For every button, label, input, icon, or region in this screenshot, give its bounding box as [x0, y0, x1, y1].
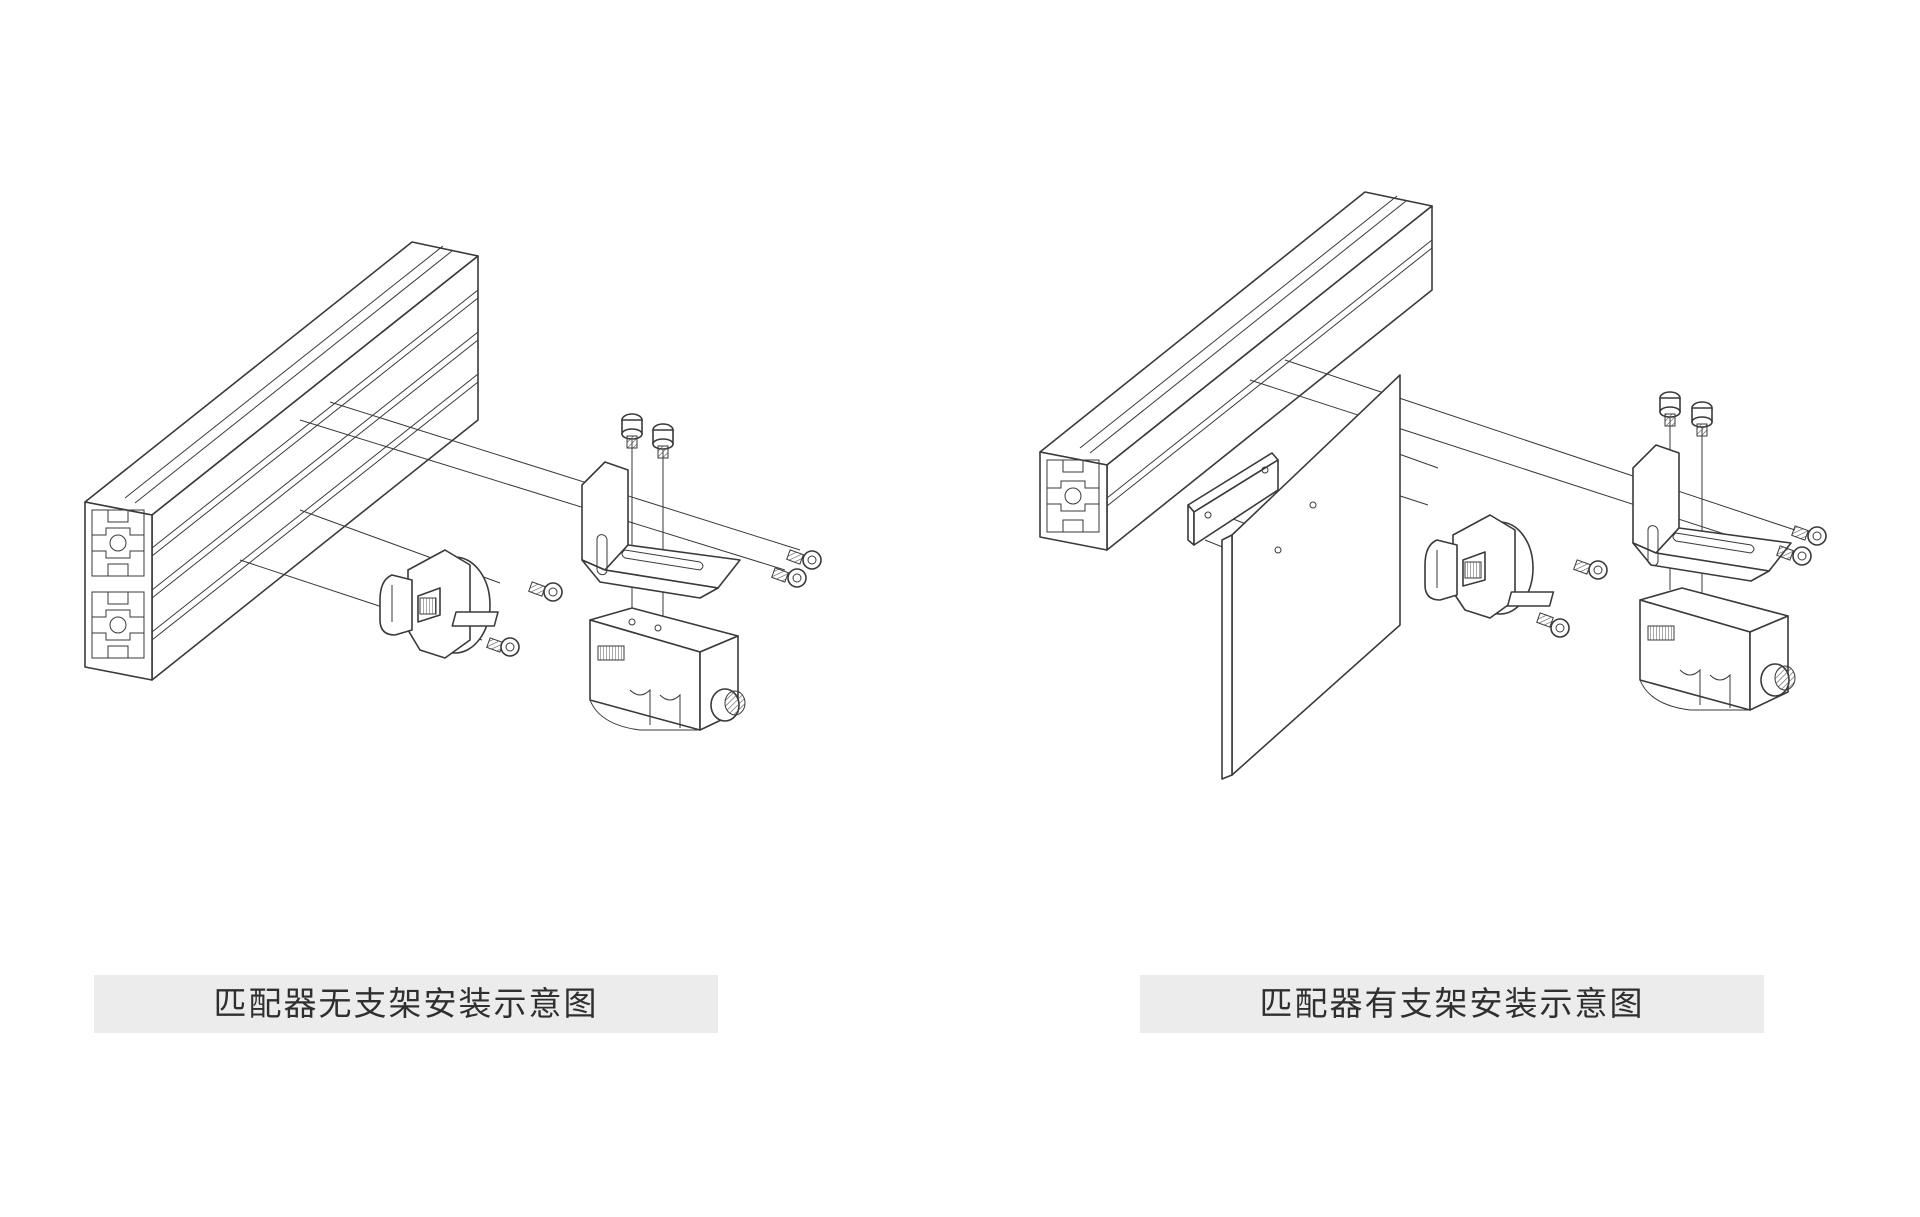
diagram-without-bracket: 匹配器无支架安装示意图 [84, 241, 822, 1033]
l-bracket-right [1632, 444, 1792, 582]
l-bracket [581, 461, 741, 599]
clip-screws-right [1536, 559, 1608, 638]
vertical-screws-right [1659, 391, 1713, 437]
matcher-body-right [1506, 587, 1796, 711]
adapter-clip-right [1424, 514, 1534, 619]
bracket-screws [771, 549, 822, 588]
mounting-plate [1221, 374, 1401, 780]
aluminum-profile-single [1039, 191, 1433, 551]
exploded-view-without-bracket [84, 241, 822, 731]
vertical-screws [621, 413, 674, 459]
caption-with-bracket: 匹配器有支架安装示意图 [1140, 975, 1764, 1033]
aluminum-profile-double [84, 241, 479, 681]
alignment-lines [239, 401, 801, 641]
diagram-with-bracket: 匹配器有支架安装示意图 [960, 0, 1920, 1217]
adapter-clip [379, 549, 491, 659]
clip-screws [486, 581, 563, 657]
caption-without-bracket: 匹配器无支架安装示意图 [94, 975, 718, 1033]
exploded-view-with-bracket [1039, 191, 1827, 780]
flat-bracket [1187, 452, 1279, 546]
bracket-screws-right [1776, 525, 1827, 566]
matcher-body [451, 607, 746, 731]
